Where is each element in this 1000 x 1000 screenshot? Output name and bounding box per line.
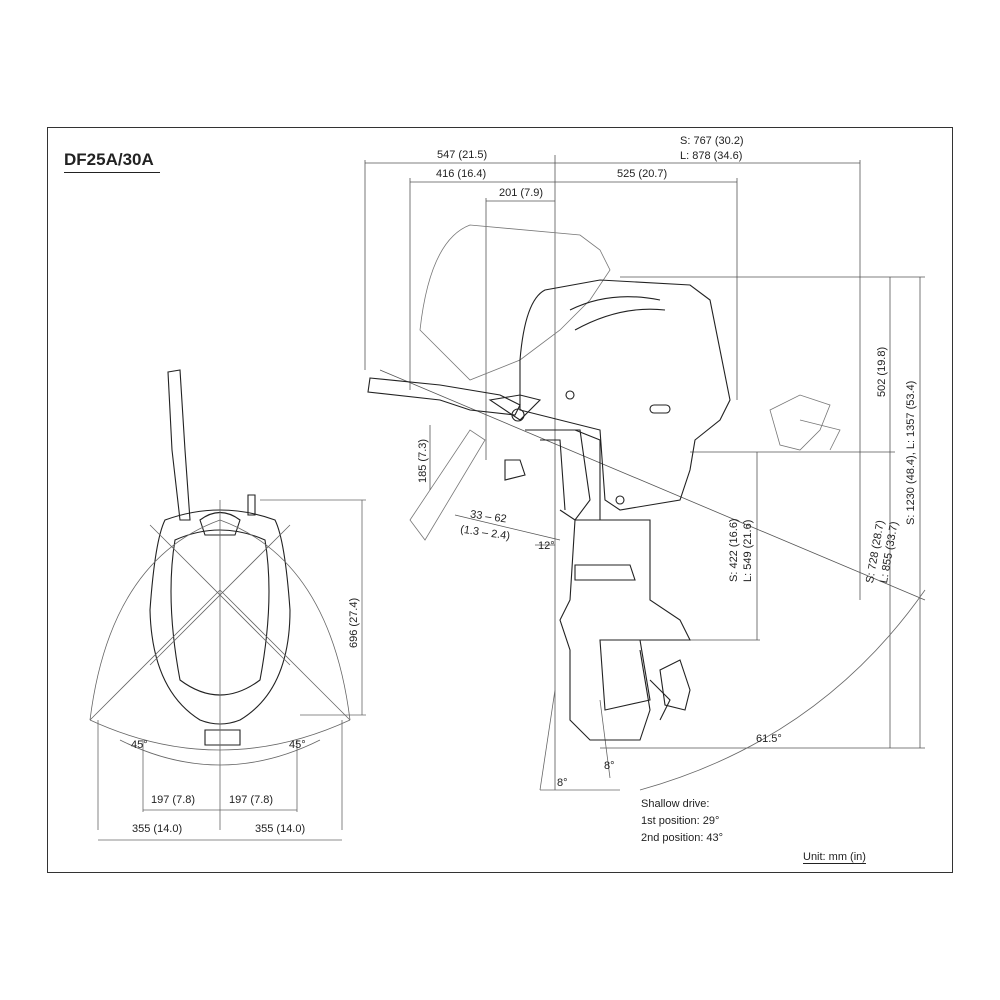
outboard-front-view xyxy=(149,369,291,746)
dim-197-right: 197 (7.8) xyxy=(229,794,274,806)
dim-355-left: 355 (14.0) xyxy=(132,823,183,835)
dim-549: L: 549 (21.6) xyxy=(742,519,754,582)
dim-547: 547 (21.5) xyxy=(437,149,488,161)
dim-696: 696 (27.4) xyxy=(348,597,360,648)
dim-201: 201 (7.9) xyxy=(499,187,544,199)
shallow-drive-second: 2nd position: 43° xyxy=(641,832,724,844)
tilted-engine-ghost xyxy=(409,224,841,541)
bracket-dimension-lines xyxy=(429,425,561,546)
dim-416: 416 (16.4) xyxy=(436,168,487,180)
dim-878: L: 878 (34.6) xyxy=(680,150,743,162)
top-dimension-lines xyxy=(364,155,861,790)
dim-355-right: 355 (14.0) xyxy=(255,823,306,835)
tilt-arcs xyxy=(539,589,926,791)
unit-label: Unit: mm (in) xyxy=(803,851,866,864)
dim-1230-1357: S: 1230 (48.4), L: 1357 (53.4) xyxy=(905,380,917,525)
drawing-frame xyxy=(47,127,953,873)
angle-45-left: 45° xyxy=(131,739,148,751)
shallow-drive-first: 1st position: 29° xyxy=(641,815,720,827)
dim-185: 185 (7.3) xyxy=(417,438,429,483)
angle-8-right: 8° xyxy=(604,760,615,772)
right-dimension-lines xyxy=(379,276,926,749)
dim-767: S: 767 (30.2) xyxy=(680,135,744,147)
angle-8-left: 8° xyxy=(557,777,568,789)
dim-422: S: 422 (16.6) xyxy=(728,518,740,582)
outboard-side-view xyxy=(367,279,731,741)
angle-61-5: 61.5° xyxy=(756,733,782,745)
front-view-swing-lines xyxy=(89,499,366,841)
angle-45-right: 45° xyxy=(289,739,306,751)
model-title: DF25A/30A xyxy=(64,150,160,173)
dim-525: 525 (20.7) xyxy=(617,168,668,180)
angle-12: 12° xyxy=(538,540,555,552)
shallow-drive-heading: Shallow drive: xyxy=(641,798,710,810)
dim-502: 502 (19.8) xyxy=(876,346,888,397)
dim-197-left: 197 (7.8) xyxy=(151,794,196,806)
